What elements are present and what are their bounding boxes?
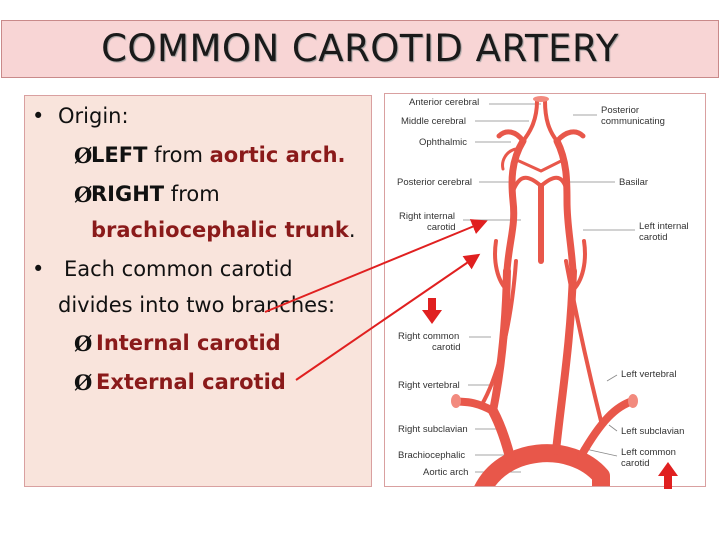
sub-bullet-left-origin: LEFT from aortic arch.: [91, 143, 346, 167]
label-right-common-carotid-2: carotid: [432, 342, 461, 353]
bullet-1-text: Origin:: [58, 104, 129, 128]
from-text: from: [147, 143, 210, 167]
brachiocephalic-trunk-text: brachiocephalic trunk: [91, 218, 349, 242]
up-arrow-icon: [658, 462, 678, 489]
from-text: from: [164, 182, 220, 206]
label-right-internal-carotid-2: carotid: [427, 222, 456, 233]
label-posterior-communicating-2: communicating: [601, 116, 665, 127]
label-left-common-carotid-2: carotid: [621, 458, 650, 469]
sub-arrow-icon: Ø: [74, 143, 93, 168]
label-brachiocephalic: Brachiocephalic: [398, 450, 465, 461]
sub-bullet-right-origin: RIGHT from: [91, 182, 220, 206]
artery-paths: [452, 99, 637, 486]
internal-carotid-pointer-arrow: [264, 219, 488, 313]
label-anterior-cerebral: Anterior cerebral: [409, 97, 479, 108]
internal-carotid-text: Internal carotid: [96, 331, 281, 355]
bullet-1-marker: •: [32, 104, 45, 128]
label-basilar: Basilar: [619, 177, 648, 188]
down-arrow-icon: [422, 298, 442, 324]
sub-bullet-right-origin-cont: brachiocephalic trunk.: [91, 218, 356, 242]
carotid-anatomy-diagram: Anterior cerebral Middle cerebral Ophtha…: [384, 93, 706, 487]
artery-illustration: Anterior cerebral Middle cerebral Ophtha…: [397, 96, 689, 486]
label-left-common-carotid: Left common: [621, 447, 676, 458]
sub-arrow-icon: Ø: [74, 331, 93, 356]
right-label: RIGHT: [91, 182, 165, 206]
slide-title: COMMON CAROTID ARTERY: [101, 27, 619, 70]
period-text: .: [348, 218, 356, 242]
vessel-ends: [451, 96, 638, 408]
label-left-vertebral: Left vertebral: [621, 369, 676, 380]
bullet-2-line-1: Each common carotid: [64, 257, 293, 281]
external-carotid-pointer-arrow: [295, 253, 481, 381]
label-right-common-carotid: Right common: [398, 331, 459, 342]
bullet-2-line-2: divides into two branches:: [58, 293, 336, 317]
label-right-internal-carotid: Right internal: [399, 211, 455, 222]
label-posterior-communicating: Posterior: [601, 105, 639, 116]
label-left-internal-carotid: Left internal: [639, 221, 689, 232]
external-carotid-text: External carotid: [96, 370, 286, 394]
label-left-internal-carotid-2: carotid: [639, 232, 668, 243]
title-banner: COMMON CAROTID ARTERY: [1, 20, 719, 78]
label-middle-cerebral: Middle cerebral: [401, 116, 466, 127]
label-right-vertebral: Right vertebral: [398, 380, 460, 391]
label-posterior-cerebral: Posterior cerebral: [397, 177, 472, 188]
label-aortic-arch: Aortic arch: [423, 467, 468, 478]
left-label: LEFT: [91, 143, 148, 167]
label-left-subclavian: Left subclavian: [621, 426, 684, 437]
sub-arrow-icon: Ø: [74, 370, 93, 395]
bullet-2-marker: •: [32, 257, 45, 281]
label-right-subclavian: Right subclavian: [398, 424, 468, 435]
aortic-arch-text: aortic arch.: [209, 143, 346, 167]
sub-arrow-icon: Ø: [74, 182, 93, 207]
label-ophthalmic: Ophthalmic: [419, 137, 467, 148]
